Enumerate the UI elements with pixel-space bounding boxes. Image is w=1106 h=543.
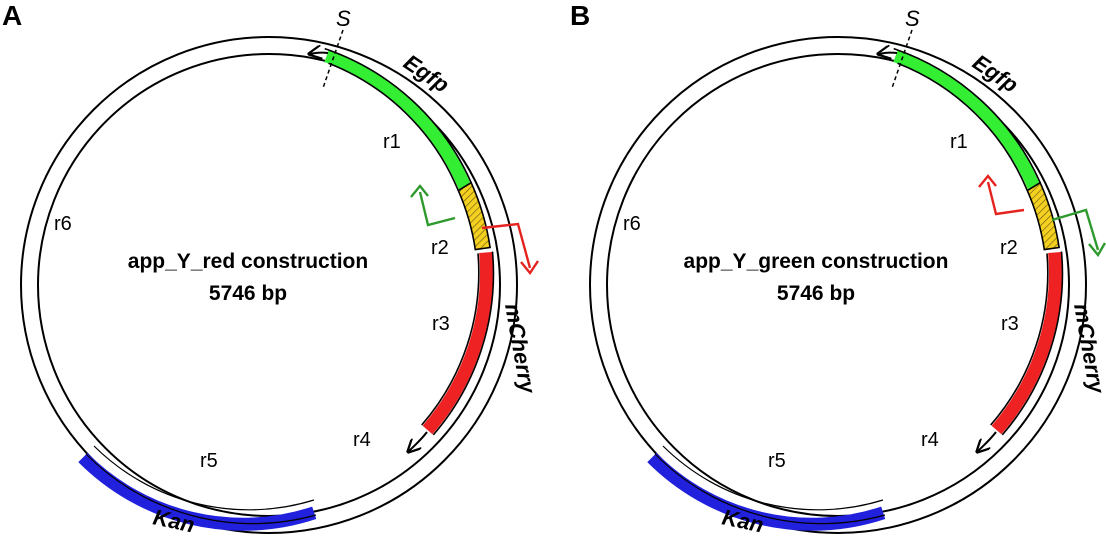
construct-title: app_Y_red construction bbox=[128, 250, 368, 273]
promoter-arrow-inward bbox=[986, 181, 1025, 216]
promoter-arrow-outward bbox=[481, 222, 532, 269]
egfp-label: Egfp bbox=[968, 49, 1023, 97]
kan-segment bbox=[78, 453, 317, 531]
plasmid-outer-ring bbox=[20, 36, 518, 534]
kan-label: Kan bbox=[720, 504, 766, 537]
plasmid-inner-ring bbox=[606, 53, 1070, 517]
promoter-arrow-inward bbox=[418, 191, 456, 227]
promoter-block bbox=[1026, 181, 1061, 251]
promoter-arrow-outward bbox=[1051, 208, 1100, 251]
mcherry-label: mCherry bbox=[1069, 302, 1106, 397]
egfp-direction-arrow bbox=[309, 53, 329, 54]
region-label-r4: r4 bbox=[921, 429, 939, 451]
plasmid-outer-ring bbox=[589, 36, 1087, 534]
promoter-block bbox=[457, 181, 492, 251]
region-label-r1: r1 bbox=[383, 131, 401, 153]
mcherry-segment bbox=[991, 251, 1062, 435]
region-label-r6: r6 bbox=[54, 213, 72, 235]
site-s-marker bbox=[891, 29, 913, 89]
mcherry-direction-arrow bbox=[408, 431, 428, 452]
construct-size: 5746 bp bbox=[777, 282, 855, 305]
panel-a: A S Egfp mCherry Kan r1 r2 r3 bbox=[2, 0, 541, 538]
construct-size: 5746 bp bbox=[209, 282, 287, 305]
plasmid-inner-ring bbox=[37, 53, 501, 517]
region-label-r5: r5 bbox=[200, 450, 218, 472]
region-label-r5: r5 bbox=[768, 450, 786, 472]
region-label-r3: r3 bbox=[1001, 313, 1019, 335]
site-s-label: S bbox=[336, 6, 351, 31]
site-s-label: S bbox=[905, 6, 920, 31]
panel-letter: B bbox=[570, 0, 590, 31]
kan-segment bbox=[647, 453, 886, 531]
region-label-r1: r1 bbox=[950, 131, 968, 153]
mcherry-label: mCherry bbox=[500, 302, 541, 397]
region-label-r2: r2 bbox=[1000, 237, 1018, 259]
panel-letter: A bbox=[2, 0, 22, 31]
egfp-label: Egfp bbox=[399, 49, 454, 97]
mcherry-segment bbox=[422, 251, 493, 435]
construct-title: app_Y_green construction bbox=[684, 250, 949, 273]
kan-label: Kan bbox=[151, 504, 197, 537]
panel-b: B S Egfp mCherry Kan r1 r2 r3 r4 r5 r6 a… bbox=[570, 0, 1106, 538]
region-label-r3: r3 bbox=[432, 313, 450, 335]
egfp-segment bbox=[893, 49, 1040, 190]
egfp-segment bbox=[324, 49, 471, 190]
site-s-marker bbox=[322, 29, 344, 89]
region-label-r6: r6 bbox=[623, 213, 641, 235]
region-label-r2: r2 bbox=[431, 237, 449, 259]
mcherry-direction-arrow bbox=[977, 431, 997, 452]
region-label-r4: r4 bbox=[353, 429, 371, 451]
egfp-direction-arrow bbox=[878, 53, 898, 54]
